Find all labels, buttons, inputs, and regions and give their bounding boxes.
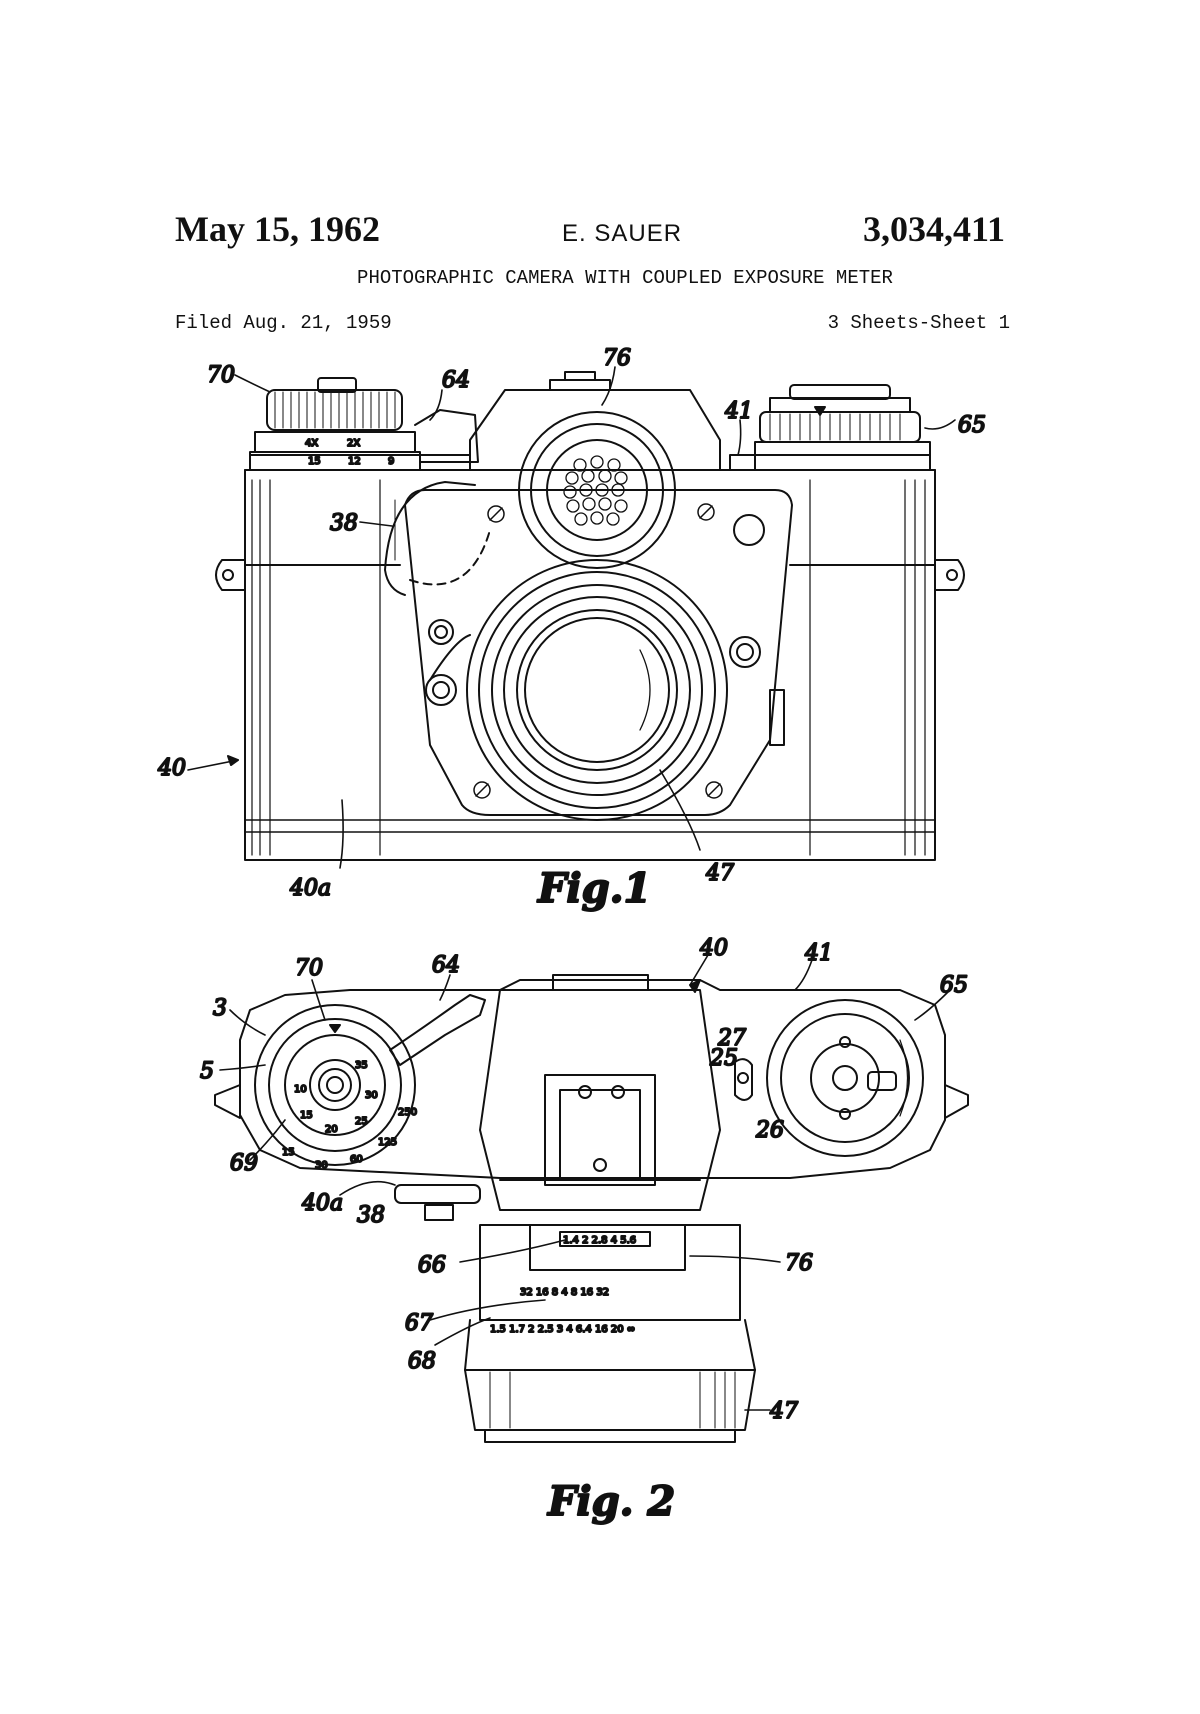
ref-76-fig2: 76 (785, 1251, 813, 1276)
camera-top-outline (239, 979, 946, 1179)
figure-2-caption: Fig. 2 (547, 1478, 675, 1525)
meter-scale: 1.4 2 2.8 4 5.6 (563, 1235, 636, 1246)
left-dial-70 (249, 377, 421, 471)
screw-heads (473, 503, 723, 799)
film-speed-dial (254, 1004, 416, 1166)
patent-number: 3,034,411 (862, 209, 1005, 249)
ref-25-fig2: 25 (709, 1046, 738, 1071)
patent-date: May 15, 1962 (175, 209, 380, 249)
ref-65-fig1: 65 (958, 413, 986, 438)
speed-mark-125: 125 (378, 1137, 397, 1148)
film-mark-20: 20 (325, 1124, 338, 1135)
figure-1-caption: Fig.1 (537, 865, 651, 912)
ref-47-fig1: 47 (705, 861, 734, 886)
advance-lever-64 (414, 409, 479, 463)
dial-mark-15: 15 (308, 456, 321, 467)
lens-front (466, 559, 728, 821)
ref-38-fig1: 38 (330, 511, 358, 536)
ref-76-fig1: 76 (603, 346, 631, 371)
ref-64-fig1: 64 (442, 368, 470, 393)
film-mark-10: 10 (294, 1084, 307, 1095)
lens-barrel-top (464, 1224, 756, 1443)
speed-mark-60: 60 (350, 1154, 363, 1165)
control-wheel-38-top (394, 1184, 481, 1204)
film-mark-25: 25 (355, 1116, 368, 1127)
ref-68-fig2: 68 (408, 1349, 436, 1374)
ref-38-fig2: 38 (357, 1203, 385, 1228)
prism-housing (469, 389, 721, 471)
exposure-meter-window (518, 411, 676, 569)
strap-lug-right (934, 559, 965, 591)
film-mark-35: 35 (355, 1060, 368, 1071)
film-mark-15: 15 (300, 1110, 313, 1121)
ref-64-fig2: 64 (432, 953, 460, 978)
ref-41-fig2: 41 (804, 941, 833, 966)
ref-65-fig2: 65 (940, 973, 968, 998)
ref-70-fig2: 70 (295, 956, 323, 981)
ref-70-fig1: 70 (207, 363, 235, 388)
speed-mark-30: 30 (315, 1160, 328, 1171)
figure-1-front-view (187, 366, 965, 869)
dial-mark-9: 9 (388, 456, 394, 467)
control-wheel-38 (384, 481, 476, 596)
filed-date: Filed Aug. 21, 1959 (175, 312, 392, 334)
prism-top (479, 989, 721, 1211)
distance-scale: 1.5 1.7 2 2.5 3 4 6.4 16 20 ∞ (490, 1324, 635, 1335)
right-dial-65 (754, 384, 931, 471)
leader-lines-fig2 (219, 954, 951, 1411)
rewind-dial-65 (766, 999, 924, 1157)
ref-41-fig1: 41 (724, 399, 753, 424)
aperture-scale: 32 16 8 4 8 16 32 (520, 1287, 609, 1298)
dial-mark-12: 12 (348, 456, 361, 467)
ref-40-fig2: 40 (699, 936, 728, 961)
ref-40-fig1: 40 (157, 756, 186, 781)
ref-27-fig2: 27 (717, 1026, 746, 1051)
ref-5-fig2: 5 (200, 1059, 214, 1084)
ref-40a-fig1: 40a (289, 876, 331, 901)
ref-47-fig2: 47 (769, 1399, 798, 1424)
camera-body (244, 469, 936, 861)
leader-lines-fig1 (187, 366, 956, 869)
ref-26-fig2: 26 (755, 1118, 784, 1143)
ref-67-fig2: 67 (405, 1311, 433, 1336)
front-plate (404, 489, 793, 816)
ref-3-fig2: 3 (213, 996, 227, 1021)
ref-69-fig2: 69 (230, 1151, 258, 1176)
sheet-number: 3 Sheets-Sheet 1 (827, 312, 1010, 334)
ref-66-fig2: 66 (418, 1253, 446, 1278)
speed-mark-250: 250 (398, 1107, 417, 1118)
accessory-shoe (544, 1074, 656, 1186)
figure-2-top-view (214, 954, 969, 1443)
advance-lever-64-top (389, 994, 486, 1066)
inventor-name: E. SAUER (562, 220, 683, 247)
patent-title: PHOTOGRAPHIC CAMERA WITH COUPLED EXPOSUR… (357, 267, 893, 289)
dial-mark-4x: 4X (305, 438, 318, 449)
dial-mark-2x: 2X (347, 438, 360, 449)
speed-mark-15: 15 (282, 1147, 295, 1158)
strap-lug-left (215, 559, 246, 591)
film-mark-30: 30 (365, 1090, 378, 1101)
ref-40a-fig2: 40a (301, 1191, 343, 1216)
